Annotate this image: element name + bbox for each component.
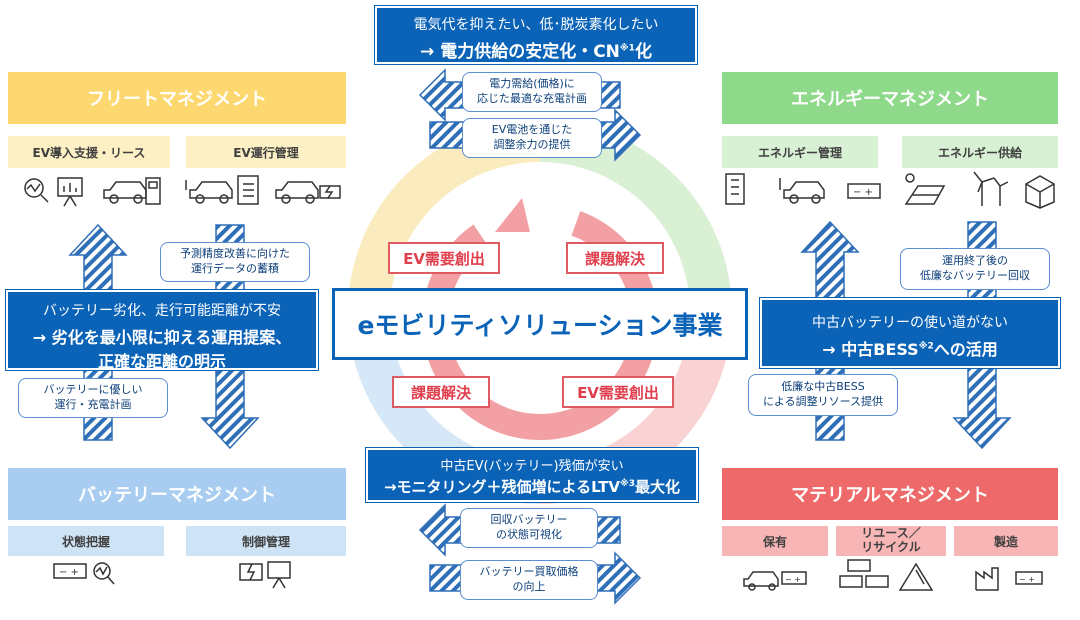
building-icon: [725, 173, 745, 205]
material-sub-reuse-line1: リユース／: [861, 526, 921, 541]
wind-turbine-icon: [973, 171, 1009, 206]
energy-sub-supply: エネルギー供給: [902, 136, 1058, 168]
energy-header: エネルギーマネジメント: [722, 72, 1058, 124]
battery-icon: − +: [53, 563, 87, 579]
right-issue-box: 中古バッテリーの使い道がない → 中古BESS※2への活用: [760, 298, 1060, 368]
material-sub-reuse-line2: リサイクル: [861, 540, 921, 554]
right-note-2-line1: 低廉な中古BESS: [781, 380, 865, 394]
fleet-sub-operation: EV運行管理: [186, 136, 346, 168]
right-issue-sup: ※2: [918, 341, 934, 352]
right-issue-line2: → 中古BESS※2への活用: [762, 336, 1058, 360]
right-issue-suffix: への活用: [933, 340, 998, 359]
ev-car-plug-icon: [185, 180, 233, 204]
ev-car-battery-icon: [275, 181, 341, 204]
left-issue-box: バッテリー劣化、走行可能距離が不安 → 劣化を最小限に抑える運用提案、 正確な距…: [6, 290, 318, 371]
top-note-1-line1: 電力需給(価格)に: [489, 77, 575, 91]
search-analytics-icon: [93, 562, 115, 585]
battery-icons: − +: [53, 561, 291, 589]
battery-header: バッテリーマネジメント: [8, 468, 346, 520]
material-icons: − + − +: [743, 559, 1043, 591]
cycle-arrow-head: [495, 198, 530, 232]
bottom-issue-line2: →モニタリング＋残価増によるLTV※3最大化: [368, 476, 696, 497]
bottom-issue-sup: ※3: [620, 479, 636, 489]
left-issue-line3: 正確な距離の明示: [97, 352, 226, 371]
bottom-note-1-line2: の状態可視化: [496, 528, 562, 541]
top-note-2-line2: 調整余力の提供: [493, 138, 571, 151]
left-note-1: 予測精度改善に向けた運行データの蓄積: [160, 242, 310, 282]
top-note-1: 電力需給(価格)に応じた最適な充電計画: [462, 72, 602, 112]
bottom-note-2-line2: の向上: [512, 580, 546, 593]
presentation-icon: [267, 561, 291, 589]
svg-text:− +: − +: [785, 575, 801, 584]
left-note-2-line2: 運行・充電計画: [54, 398, 132, 411]
recycle-icon: [898, 562, 934, 591]
charger-icon: [145, 177, 161, 205]
energy-sub-management: エネルギー管理: [722, 136, 878, 168]
top-note-2: EV電池を通じた調整余力の提供: [462, 118, 602, 158]
left-note-2: バッテリーに優しい運行・充電計画: [18, 378, 168, 418]
checklist-icon: [237, 175, 259, 205]
ev-car-plug-icon: [779, 178, 825, 204]
top-issue-sup: ※1: [619, 43, 635, 54]
svg-text:− +: − +: [59, 567, 79, 578]
battery-icon: − +: [1015, 571, 1043, 585]
bottom-issue-main: →モニタリング＋残価増によるLTV: [383, 478, 620, 496]
top-note-1-line2: 応じた最適な充電計画: [477, 92, 587, 105]
ev-car-icon: [103, 181, 147, 204]
material-sub-own: 保有: [722, 526, 828, 556]
presentation-icon: [57, 177, 83, 207]
fleet-header: フリートマネジメント: [8, 72, 346, 124]
storage-container-icon: [1025, 175, 1055, 209]
right-note-1-line2: 低廉なバッテリー回収: [920, 269, 1030, 282]
bottom-issue-box: 中古EV(バッテリー)残価が安い →モニタリング＋残価増によるLTV※3最大化: [366, 448, 698, 502]
solar-panel-icon: [904, 173, 946, 205]
material-header: マテリアルマネジメント: [722, 468, 1058, 520]
ev-car-plug-icon: [743, 571, 779, 591]
left-note-1-line2: 運行データの蓄積: [191, 262, 279, 275]
top-issue-line1: 電気代を抑えたい、低･脱炭素化したい: [413, 17, 659, 33]
battery-stack-icon: [839, 559, 889, 588]
right-issue-main: → 中古BESS: [822, 340, 919, 359]
left-issue-line1: バッテリー劣化、走行可能距離が不安: [43, 303, 281, 319]
battery-sub-control: 制御管理: [186, 526, 346, 556]
bottom-note-2-line1: バッテリー買取価格: [479, 565, 579, 579]
bottom-issue-suffix: 最大化: [635, 478, 681, 496]
battery-sub-status: 状態把握: [8, 526, 164, 556]
fleet-sub-lease: EV導入支援・リース: [8, 136, 170, 168]
bottom-note-2: バッテリー買取価格の向上: [460, 560, 598, 600]
left-note-2-line1: バッテリーに優しい: [43, 383, 143, 397]
svg-text:− +: − +: [1019, 575, 1035, 584]
material-sub-reuse: リユース／リサイクル: [836, 526, 946, 556]
tag-demand-top: EV需要創出: [388, 242, 500, 274]
left-note-1-line1: 予測精度改善に向けた: [180, 247, 290, 261]
energy-icons: − +: [725, 171, 1055, 209]
right-note-2-line2: による調整リソース提供: [762, 395, 884, 408]
battery-charge-icon: [239, 563, 263, 581]
bottom-note-1: 回収バッテリーの状態可視化: [460, 508, 598, 548]
top-issue-box: 電気代を抑えたい、低･脱炭素化したい → 電力供給の安定化・CN※1化: [375, 6, 697, 64]
top-issue-line2: → 電力供給の安定化・CN※1化: [377, 37, 695, 62]
right-note-1: 運用終了後の低廉なバッテリー回収: [900, 248, 1050, 290]
top-note-2-line1: EV電池を通じた: [491, 123, 573, 137]
search-analytics-icon: [24, 178, 49, 203]
bottom-note-1-line1: 回収バッテリー: [490, 513, 568, 527]
tag-demand-bottom: EV需要創出: [562, 376, 674, 408]
battery-icon: − +: [847, 183, 881, 199]
battery-icon: − +: [781, 571, 807, 585]
tag-solution-top: 課題解決: [566, 242, 664, 274]
top-issue-main: → 電力供給の安定化・CN: [420, 42, 620, 62]
material-sub-manufacture: 製造: [954, 526, 1058, 556]
left-issue-line2: → 劣化を最小限に抑える運用提案、: [32, 328, 292, 347]
right-issue-line1: 中古バッテリーの使い道がない: [812, 315, 1008, 331]
center-title: eモビリティソリューション事業: [332, 288, 748, 360]
top-issue-suffix: 化: [634, 42, 652, 62]
tag-solution-bottom: 課題解決: [392, 376, 490, 408]
fleet-icons: [24, 175, 341, 207]
factory-icon: [975, 567, 999, 591]
svg-text:− +: − +: [853, 187, 873, 198]
right-note-1-line1: 運用終了後の: [942, 254, 1008, 268]
bottom-issue-line1: 中古EV(バッテリー)残価が安い: [440, 459, 624, 474]
